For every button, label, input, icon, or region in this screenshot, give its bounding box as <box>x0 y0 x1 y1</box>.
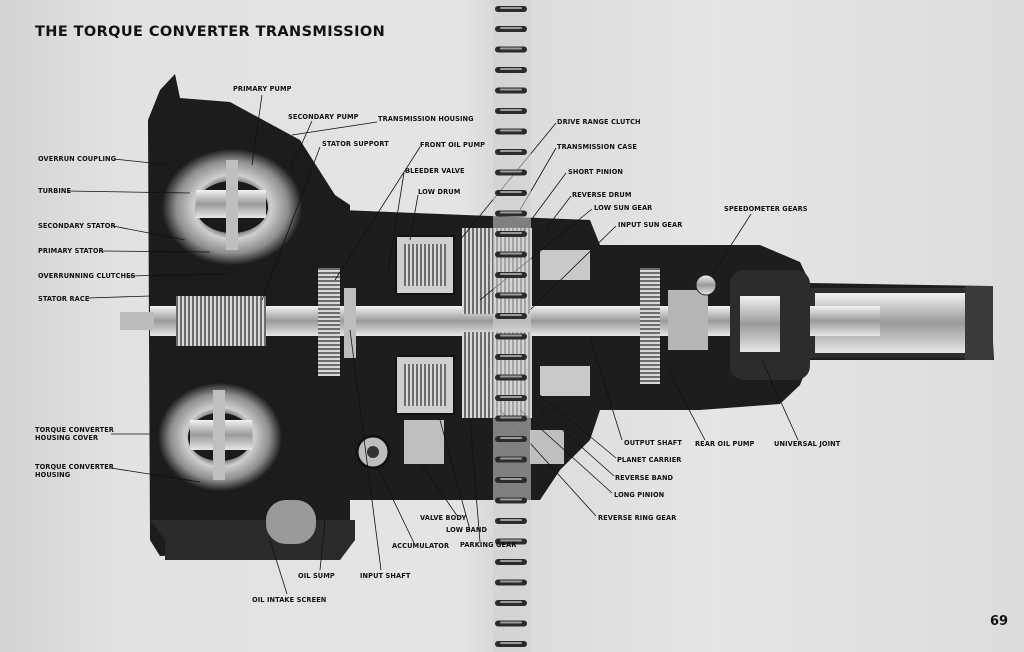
leader-lines <box>67 94 799 595</box>
label-tc-housing: TORQUE CONVERTER HOUSING <box>35 463 114 479</box>
binding-coil <box>495 67 527 73</box>
label-universal-joint: UNIVERSAL JOINT <box>774 440 841 448</box>
label-output-shaft: OUTPUT SHAFT <box>624 439 683 447</box>
label-input-sun-gear: INPUT SUN GEAR <box>618 221 683 229</box>
label-input-shaft: INPUT SHAFT <box>360 572 411 580</box>
label-secondary-pump: SECONDARY PUMP <box>288 113 359 121</box>
label-bleeder-valve: BLEEDER VALVE <box>405 167 465 175</box>
binding-coil <box>495 600 527 606</box>
label-stator-race: STATOR RACE <box>38 295 90 303</box>
rear-oil-pump <box>640 268 810 384</box>
label-low-drum: LOW DRUM <box>418 188 461 196</box>
binding-coil <box>495 395 527 401</box>
binding-coil <box>495 108 527 114</box>
label-reverse-drum: REVERSE DRUM <box>572 191 632 199</box>
label-oil-sump: OIL SUMP <box>298 572 335 580</box>
label-primary-stator: PRIMARY STATOR <box>38 247 104 255</box>
binding-coil <box>495 415 527 422</box>
label-reverse-band: REVERSE BAND <box>615 474 674 482</box>
turbine-upper <box>162 149 302 265</box>
label-short-pinion: SHORT PINION <box>568 168 624 176</box>
label-primary-pump: PRIMARY PUMP <box>233 85 292 93</box>
binding-coil <box>495 210 527 217</box>
label-long-pinion: LONG PINION <box>614 491 665 499</box>
binding-coil <box>495 436 527 442</box>
binding-coil <box>495 169 527 176</box>
label-planet-carrier: PLANET CARRIER <box>617 456 682 464</box>
binding-coil <box>495 128 527 135</box>
spiral-binding <box>493 0 531 652</box>
binding-coil <box>495 313 527 319</box>
binding-coil <box>495 333 527 340</box>
label-speedometer-gears: SPEEDOMETER GEARS <box>724 205 808 213</box>
binding-coil <box>495 231 527 237</box>
binding-coil <box>495 374 527 381</box>
binding-coil <box>495 354 527 360</box>
label-parking-gear: PARKING GEAR <box>460 541 517 549</box>
label-valve-body: VALVE BODY <box>420 514 467 522</box>
label-accumulator: ACCUMULATOR <box>392 542 450 550</box>
label-transmission-housing: TRANSMISSION HOUSING <box>378 115 474 123</box>
label-tc-housing-cover: TORQUE CONVERTER HOUSING COVER <box>35 426 114 442</box>
binding-coil <box>495 46 527 53</box>
label-overrun-coupling: OVERRUN COUPLING <box>38 155 117 163</box>
page-number: 69 <box>990 614 1009 629</box>
binding-coil <box>495 497 527 504</box>
binding-coil <box>495 456 527 463</box>
accumulator-part <box>266 420 564 544</box>
binding-coil <box>495 149 527 155</box>
label-front-oil-pump: FRONT OIL PUMP <box>420 141 486 149</box>
binding-coil <box>495 477 527 483</box>
binding-coil <box>495 251 527 258</box>
binding-coil <box>495 518 527 524</box>
binding-coil <box>495 620 527 627</box>
page-title: THE TORQUE CONVERTER TRANSMISSION <box>35 24 386 40</box>
label-overrunning-clutches: OVERRUNNING CLUTCHES <box>38 272 136 280</box>
binding-coil <box>495 292 527 299</box>
label-low-sun-gear: LOW SUN GEAR <box>594 204 653 212</box>
binding-coil <box>495 26 527 32</box>
label-transmission-case: TRANSMISSION CASE <box>557 143 637 151</box>
label-oil-intake-screen: OIL INTAKE SCREEN <box>252 596 327 604</box>
turbine-lower <box>158 383 282 491</box>
binding-coil <box>495 538 527 545</box>
front-oil-pump <box>318 268 356 376</box>
label-rear-oil-pump: REAR OIL PUMP <box>695 440 755 448</box>
binding-coil <box>495 272 527 278</box>
label-turbine: TURBINE <box>38 187 72 195</box>
label-secondary-stator: SECONDARY STATOR <box>38 222 116 230</box>
binding-coil <box>495 190 527 196</box>
binding-coil <box>495 641 527 647</box>
binding-coil <box>495 579 527 586</box>
label-low-band: LOW BAND <box>446 526 488 534</box>
label-reverse-ring-gear: REVERSE RING GEAR <box>598 514 677 522</box>
label-drive-range-clutch: DRIVE RANGE CLUTCH <box>557 118 641 126</box>
binding-coil <box>495 559 527 565</box>
label-stator-support: STATOR SUPPORT <box>322 140 389 148</box>
binding-coil <box>495 87 527 94</box>
